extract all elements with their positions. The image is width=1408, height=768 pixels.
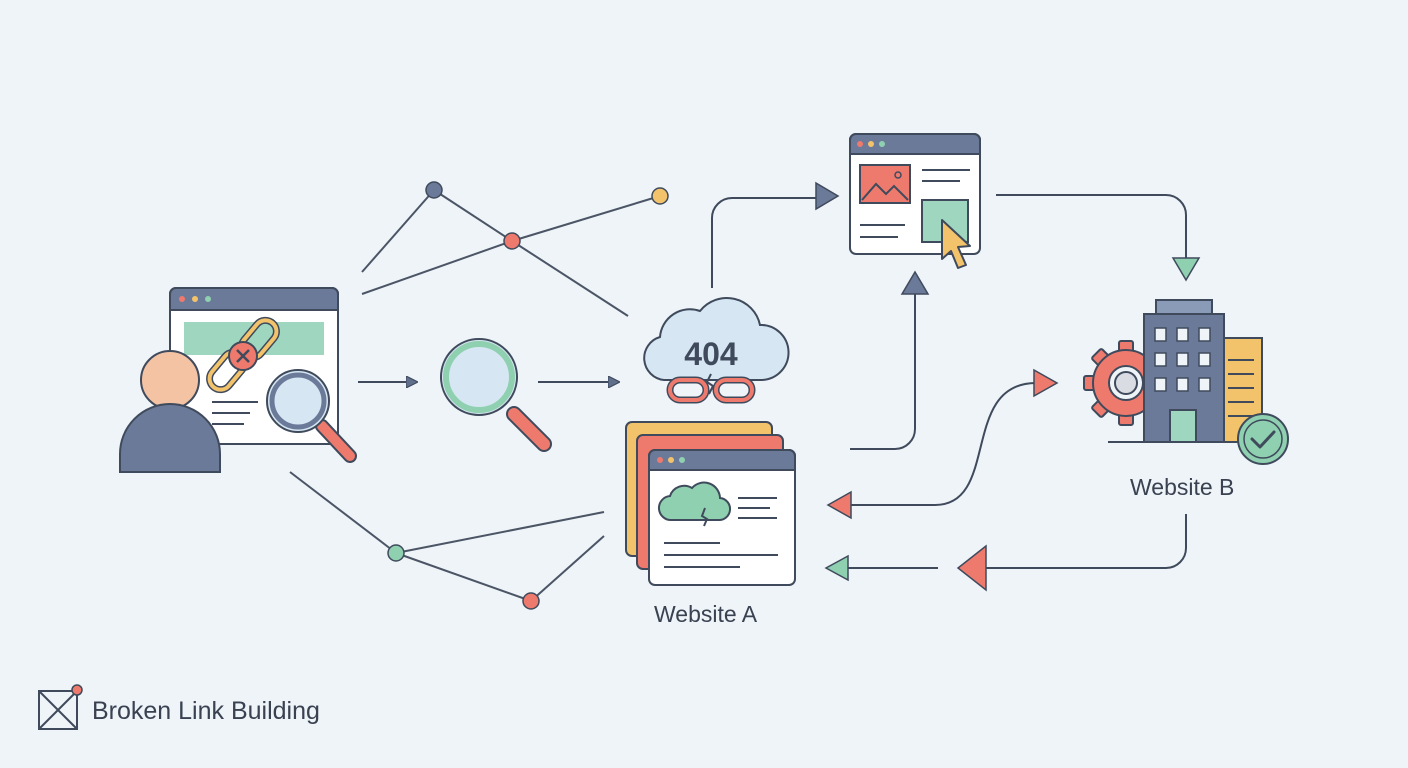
arrowhead	[1171, 257, 1201, 282]
flow-arrow	[850, 382, 1037, 506]
arrowhead	[815, 181, 840, 211]
flow-arrow	[996, 194, 1187, 258]
network-lines-bottom	[289, 471, 605, 602]
broken-chain-icon	[666, 373, 756, 404]
website-a-window-stack	[625, 421, 796, 586]
node-dot	[425, 181, 443, 199]
cloud-404-icon	[643, 297, 790, 381]
broken-link-logo-icon	[38, 684, 83, 730]
cursor-icon	[941, 219, 971, 269]
node-dot	[522, 592, 540, 610]
arrowhead	[1033, 368, 1059, 398]
arrowhead	[900, 270, 930, 295]
network-lines-top	[361, 189, 661, 317]
error-code-label: 404	[684, 336, 738, 372]
flow-arrow	[986, 514, 1187, 569]
website-b-label: Website B	[1130, 474, 1235, 500]
magnifier-icon	[266, 369, 357, 463]
arrowhead	[956, 544, 987, 592]
office-building-icon	[1108, 299, 1263, 443]
error-x-icon	[228, 341, 258, 371]
arrowhead	[824, 554, 849, 582]
node-dot	[503, 232, 521, 250]
check-badge-icon	[1237, 413, 1289, 465]
node-dot	[387, 544, 405, 562]
flow-arrow	[850, 292, 916, 450]
node-dot	[651, 187, 669, 205]
arrowhead	[826, 490, 852, 520]
person-avatar-icon	[119, 350, 221, 473]
search-magnifier-icon	[440, 338, 552, 452]
flow-arrow	[711, 197, 826, 288]
footer-brand-title: Broken Link Building	[92, 697, 320, 725]
website-a-label: Website A	[654, 601, 758, 627]
